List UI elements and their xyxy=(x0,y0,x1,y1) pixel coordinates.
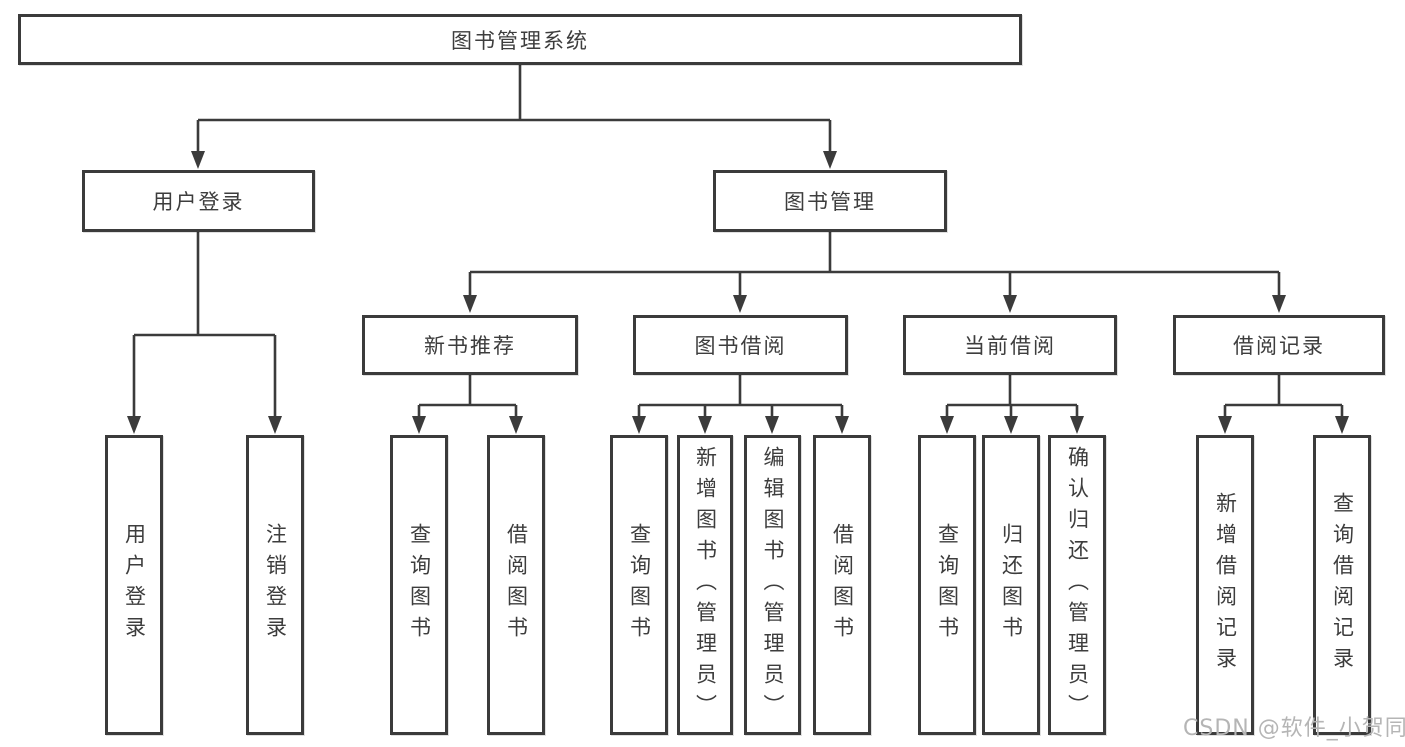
csdn-watermark: CSDN @软件_小贺同学 xyxy=(1183,716,1405,741)
node-leaf-return-books: 归还图书 xyxy=(982,435,1040,735)
node-label: 借阅图书 xyxy=(504,523,529,647)
node-label: 注销登录 xyxy=(263,523,288,647)
node-leaf-add-books-admin: 新增图书（管理员） xyxy=(677,435,733,735)
node-label: 借阅记录 xyxy=(1233,334,1325,358)
node-leaf-add-borrow-record: 新增借阅记录 xyxy=(1196,435,1254,735)
node-label: 图书管理系统 xyxy=(451,28,589,53)
connector-paths xyxy=(132,65,1344,419)
node-label: 图书管理 xyxy=(784,190,876,214)
node-label: 用户登录 xyxy=(152,190,245,214)
arrowhead-icons xyxy=(127,151,1349,434)
node-leaf-query-books: 查询图书 xyxy=(610,435,668,735)
node-label: 新增借阅记录 xyxy=(1213,492,1238,678)
node-book-borrowing: 图书借阅 xyxy=(633,315,848,375)
node-leaf-borrow-books: 借阅图书 xyxy=(487,435,545,735)
node-label: 新增图书（管理员） xyxy=(693,445,718,725)
node-label: 确认归还（管理员） xyxy=(1065,445,1090,725)
node-label: 图书借阅 xyxy=(694,334,787,358)
node-new-book-recommend: 新书推荐 xyxy=(362,315,578,375)
node-user-login: 用户登录 xyxy=(82,170,315,232)
node-label: 查询图书 xyxy=(627,523,652,647)
node-book-management: 图书管理 xyxy=(713,170,947,232)
node-leaf-borrow-books: 借阅图书 xyxy=(813,435,871,735)
node-leaf-confirm-return-admin: 确认归还（管理员） xyxy=(1048,435,1106,735)
node-label: 新书推荐 xyxy=(424,334,516,358)
node-label: 借阅图书 xyxy=(830,523,855,647)
node-label: 查询借阅记录 xyxy=(1330,492,1355,678)
node-leaf-user-login: 用户登录 xyxy=(105,435,163,735)
node-system-root: 图书管理系统 xyxy=(18,14,1022,65)
node-label: 编辑图书（管理员） xyxy=(761,445,785,725)
node-label: 当前借阅 xyxy=(964,334,1056,358)
node-label: 查询图书 xyxy=(935,523,960,647)
node-leaf-logout: 注销登录 xyxy=(246,435,304,735)
node-borrowing-records: 借阅记录 xyxy=(1173,315,1385,375)
node-current-borrowing: 当前借阅 xyxy=(903,315,1117,375)
node-leaf-edit-books-admin: 编辑图书（管理员） xyxy=(744,435,801,735)
node-leaf-query-books: 查询图书 xyxy=(390,435,448,735)
node-label: 查询图书 xyxy=(407,523,432,647)
node-leaf-query-borrow-record: 查询借阅记录 xyxy=(1313,435,1371,735)
node-label: 用户登录 xyxy=(122,523,147,647)
node-leaf-query-books: 查询图书 xyxy=(918,435,976,735)
node-label: 归还图书 xyxy=(999,523,1024,647)
